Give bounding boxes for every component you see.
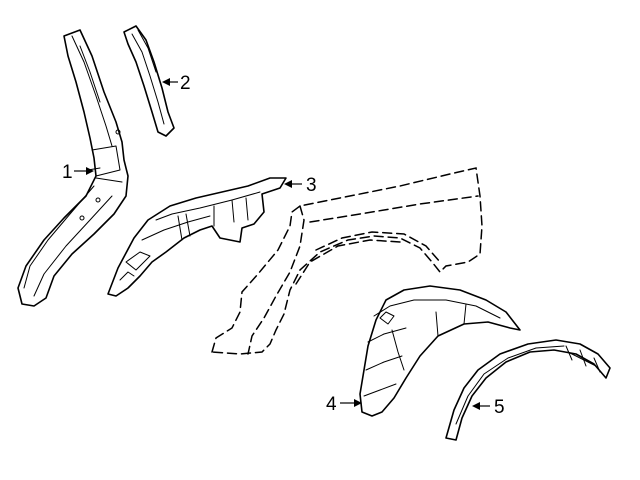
callout-2-arrowhead — [162, 78, 170, 86]
part-3-inner-panel — [107, 177, 287, 297]
callout-3-arrowhead — [284, 180, 292, 188]
callout-5-arrowhead — [472, 402, 480, 410]
callout-1-arrowhead — [86, 167, 94, 175]
callout-4-arrowhead — [354, 399, 362, 407]
callout-1: 1 — [62, 162, 94, 183]
part-2-reinforcement — [123, 25, 175, 137]
quarter-panel-outline — [211, 167, 483, 355]
part-1-pillar — [17, 29, 129, 307]
callout-5: 5 — [472, 397, 505, 418]
callout-4: 4 — [326, 394, 362, 415]
callout-1-number: 1 — [62, 162, 73, 183]
callout-2-number: 2 — [180, 73, 191, 94]
callout-2: 2 — [162, 73, 191, 94]
callout-4-number: 4 — [326, 394, 337, 415]
callout-5-number: 5 — [494, 397, 505, 418]
callout-3: 3 — [284, 175, 317, 196]
part-5-molding — [445, 339, 611, 441]
part-4-liner — [359, 285, 521, 417]
callout-3-number: 3 — [306, 175, 317, 196]
